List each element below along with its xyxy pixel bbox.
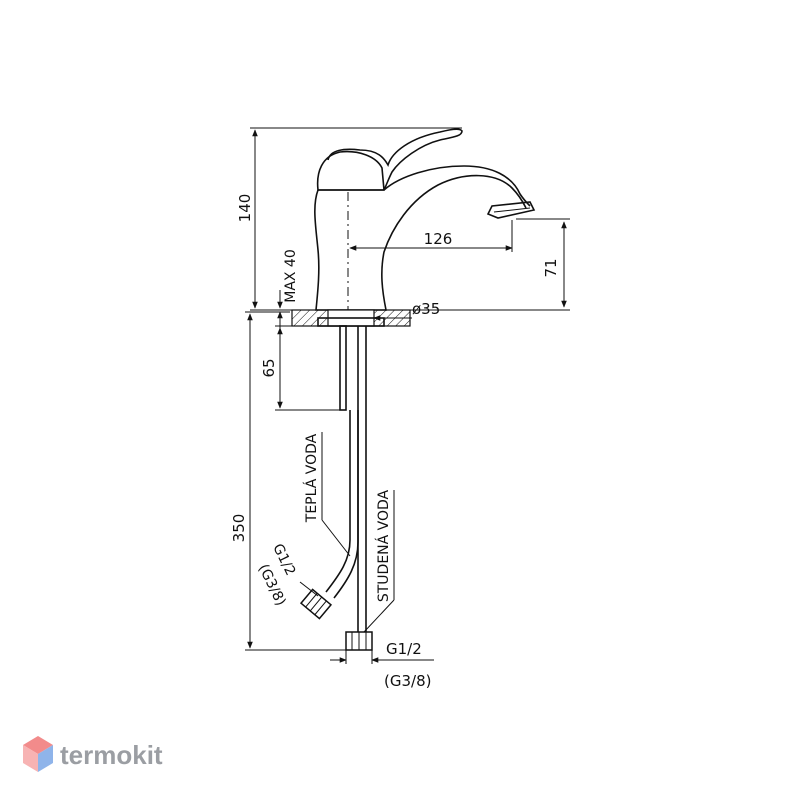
- warm-hose-label: TEPLÁ VODA: [303, 433, 320, 523]
- fixing-nut: [317, 317, 385, 327]
- dim-d35-label: ø35: [412, 300, 440, 318]
- warm-fitting: [299, 588, 333, 620]
- faucet-body: [314, 128, 536, 312]
- aerator: [486, 201, 536, 219]
- hexagon-cube-icon: [23, 736, 53, 772]
- dim-126-label: 126: [424, 230, 453, 248]
- cold-thread-main: G1/2: [386, 640, 422, 658]
- warm-hose-inner: [333, 410, 359, 599]
- cold-hose-label: STUDENÁ VODA: [375, 489, 392, 602]
- spout-underside: [383, 165, 531, 207]
- warm-fit-leader: [299, 581, 319, 597]
- cold-label-leader: [363, 599, 395, 633]
- warm-hose-outer: [325, 410, 351, 593]
- main-body: [314, 174, 527, 311]
- cartridge-cap: [316, 150, 385, 191]
- dimensions: 140 MAX 40 126 71 ø35 65 350 G: [230, 127, 570, 690]
- brand-name: termokit: [60, 740, 163, 770]
- dim-65-label: 65: [260, 358, 278, 377]
- mounting-plate: [291, 309, 411, 327]
- cold-fitting: [345, 631, 373, 651]
- warm-label-leader: [321, 519, 351, 557]
- lever-handle: [327, 128, 463, 191]
- dim-140-label: 140: [236, 194, 254, 223]
- dim-max40-label: MAX 40: [283, 249, 299, 303]
- dim-350-label: 350: [230, 514, 248, 543]
- dim-71-label: 71: [542, 258, 560, 277]
- brand-logo: termokit: [23, 736, 163, 772]
- aerator-line: [493, 207, 531, 213]
- hose-labels: TEPLÁ VODA STUDENÁ VODA: [303, 432, 395, 633]
- cold-thread-alt: (G3/8): [384, 672, 431, 690]
- warm-thread-labels: G1/2 (G3/8): [255, 541, 299, 608]
- shank: [339, 325, 347, 411]
